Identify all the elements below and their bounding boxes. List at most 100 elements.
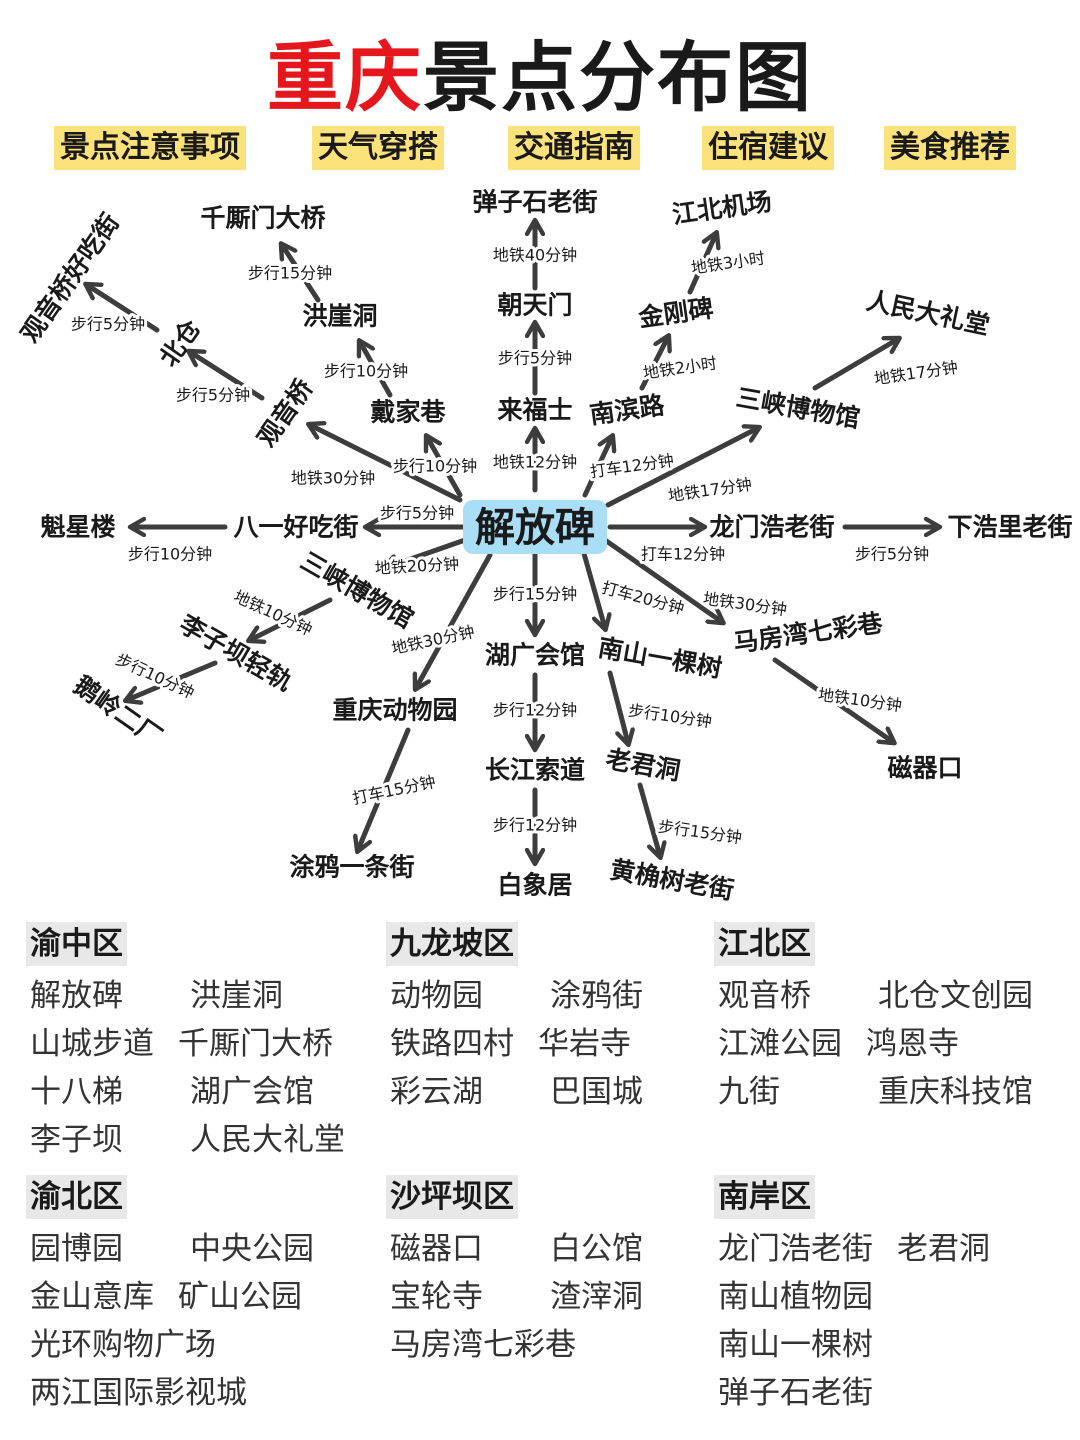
attraction-item[interactable]: 矿山公园 <box>178 1279 302 1315</box>
route-arrow-laojundong <box>607 670 628 743</box>
attraction-item[interactable]: 两江国际影视城 <box>30 1375 247 1411</box>
tag-transport[interactable]: 交通指南 <box>508 126 640 170</box>
route-arrow-sanxia_l <box>385 537 468 568</box>
attraction-item[interactable]: 山城步道 <box>30 1026 154 1062</box>
attraction-item[interactable]: 解放碑 <box>30 978 123 1014</box>
route-time-label: 步行12分钟 <box>493 701 577 720</box>
district-row: 铁路四村华岩寺 <box>390 1020 710 1068</box>
node-laifushi[interactable]: 来福士 <box>497 396 572 425</box>
attraction-item[interactable]: 湖广会馆 <box>190 1074 314 1110</box>
node-hongyadong[interactable]: 洪崖洞 <box>302 302 377 331</box>
node-nanshan[interactable]: 南山一棵树 <box>596 633 724 683</box>
node-xiahaoli[interactable]: 下浩里老街 <box>947 513 1072 542</box>
district-row: 弹子石老街 <box>718 1369 1057 1417</box>
district-1: 九龙坡区动物园涂鸦街铁路四村华岩寺彩云湖巴国城 <box>386 922 710 1116</box>
tag-tips[interactable]: 景点注意事项 <box>54 126 246 170</box>
node-huangjueshu[interactable]: 黄桷树老街 <box>608 855 736 905</box>
route-arrow-hongyadong <box>360 342 393 398</box>
attraction-item[interactable]: 彩云湖 <box>390 1074 483 1110</box>
route-time-label: 地铁3小时 <box>690 248 766 277</box>
attraction-item[interactable]: 观音桥 <box>718 978 811 1014</box>
district-row: 江滩公园鸿恩寺 <box>718 1020 1038 1068</box>
attraction-item[interactable]: 中央公园 <box>190 1231 314 1267</box>
node-qiansimen[interactable]: 千厮门大桥 <box>200 204 325 233</box>
attraction-item[interactable]: 涂鸦街 <box>550 978 643 1014</box>
attraction-item[interactable]: 园博园 <box>30 1231 123 1267</box>
route-time-label: 打车15分钟 <box>351 772 437 808</box>
district-header: 南岸区 <box>714 1175 815 1219</box>
center-node[interactable]: 解放碑 <box>475 505 595 551</box>
district-header: 沙坪坝区 <box>386 1175 518 1219</box>
route-arrow-renmindalitang <box>812 339 898 391</box>
attraction-item[interactable]: 宝轮寺 <box>390 1279 483 1315</box>
route-time-label: 步行5分钟 <box>855 545 929 564</box>
route-time-label: 步行15分钟 <box>493 585 577 604</box>
district-row: 南山植物园 <box>718 1273 1057 1321</box>
node-daijiaxiang[interactable]: 戴家巷 <box>370 398 446 427</box>
attraction-item[interactable]: 金山意库 <box>30 1279 154 1315</box>
node-huguang[interactable]: 湖广会馆 <box>485 641 585 670</box>
district-row: 动物园 涂鸦街 <box>390 972 710 1020</box>
attraction-item[interactable]: 老君洞 <box>897 1231 990 1267</box>
route-time-label: 步行10分钟 <box>128 545 212 564</box>
district-row: 山城步道千厮门大桥 <box>30 1020 350 1068</box>
node-mafangwan[interactable]: 马房湾七彩巷 <box>732 608 886 658</box>
attraction-item[interactable]: 鸿恩寺 <box>866 1026 959 1062</box>
node-zoo[interactable]: 重庆动物园 <box>332 696 457 725</box>
attraction-item[interactable]: 十八梯 <box>30 1074 123 1110</box>
route-arrow-liziba <box>250 597 333 640</box>
node-danzishi[interactable]: 弹子石老街 <box>472 188 597 217</box>
attraction-item[interactable]: 南山植物园 <box>718 1279 873 1315</box>
attraction-item[interactable]: 洪崖洞 <box>190 978 283 1014</box>
attraction-item[interactable]: 李子坝 <box>30 1122 123 1158</box>
attraction-item[interactable]: 磁器口 <box>390 1231 483 1267</box>
tag-weather[interactable]: 天气穿搭 <box>312 126 444 170</box>
route-arrow-ciqikou <box>772 657 893 742</box>
node-beicang[interactable]: 北仓 <box>154 313 207 371</box>
attraction-item[interactable]: 华岩寺 <box>538 1026 631 1062</box>
tag-lodging[interactable]: 住宿建议 <box>702 126 834 170</box>
district-row: 两江国际影视城 <box>30 1369 350 1417</box>
route-arrow-tuya <box>358 727 411 850</box>
node-ciqikou[interactable]: 磁器口 <box>887 754 962 783</box>
tag-food[interactable]: 美食推荐 <box>884 126 1016 170</box>
attraction-item[interactable]: 光环购物广场 <box>30 1327 216 1363</box>
node-kuixinglou[interactable]: 魁星楼 <box>40 513 115 542</box>
attraction-item[interactable]: 渣滓洞 <box>550 1279 643 1315</box>
node-bayi[interactable]: 八一好吃街 <box>233 513 358 542</box>
route-time-label: 步行12分钟 <box>493 816 577 835</box>
attraction-item[interactable]: 巴国城 <box>550 1074 643 1110</box>
node-chaotianmen[interactable]: 朝天门 <box>497 291 572 320</box>
district-row: 解放碑 洪崖洞 <box>30 972 350 1020</box>
route-arrow-sanxia_r <box>605 428 758 508</box>
attraction-item[interactable]: 动物园 <box>390 978 483 1014</box>
route-time-label: 地铁12分钟 <box>493 453 577 472</box>
attraction-item[interactable]: 千厮门大桥 <box>178 1026 333 1062</box>
node-renmindalitang[interactable]: 人民大礼堂 <box>864 286 992 340</box>
node-tuya[interactable]: 涂鸦一条街 <box>289 853 414 882</box>
node-nanbinlu[interactable]: 南滨路 <box>588 390 667 429</box>
node-guanyinqiao[interactable]: 观音桥 <box>252 374 319 452</box>
district-5: 南岸区龙门浩老街老君洞南山植物园南山一棵树弹子石老街 <box>714 1175 1057 1417</box>
route-arrow-qiansimen <box>282 245 321 303</box>
attraction-item[interactable]: 重庆科技馆 <box>878 1074 1033 1110</box>
node-sanxia_r[interactable]: 三峡博物馆 <box>734 383 862 433</box>
node-laojundong[interactable]: 老君洞 <box>604 744 683 786</box>
attraction-item[interactable]: 南山一棵树 <box>718 1327 873 1363</box>
attraction-item[interactable]: 铁路四村 <box>390 1026 514 1062</box>
attraction-item[interactable]: 弹子石老街 <box>718 1375 873 1411</box>
attraction-item[interactable]: 九街 <box>718 1074 780 1110</box>
attraction-item[interactable]: 江滩公园 <box>718 1026 842 1062</box>
route-time-label: 步行10分钟 <box>393 457 477 476</box>
attraction-item[interactable]: 白公馆 <box>550 1231 643 1267</box>
route-time-label: 地铁17分钟 <box>667 475 753 506</box>
attraction-item[interactable]: 人民大礼堂 <box>190 1122 345 1158</box>
attraction-item[interactable]: 马房湾七彩巷 <box>390 1327 576 1363</box>
node-jiangbeiairport[interactable]: 江北机场 <box>670 187 773 230</box>
node-baixiangju[interactable]: 白象居 <box>497 871 572 900</box>
node-jingangbei[interactable]: 金刚碑 <box>636 293 715 332</box>
node-changjiang[interactable]: 长江索道 <box>485 756 585 785</box>
attraction-item[interactable]: 龙门浩老街 <box>718 1231 873 1267</box>
node-longmenhao[interactable]: 龙门浩老街 <box>709 513 834 542</box>
attraction-item[interactable]: 北仓文创园 <box>878 978 1033 1014</box>
